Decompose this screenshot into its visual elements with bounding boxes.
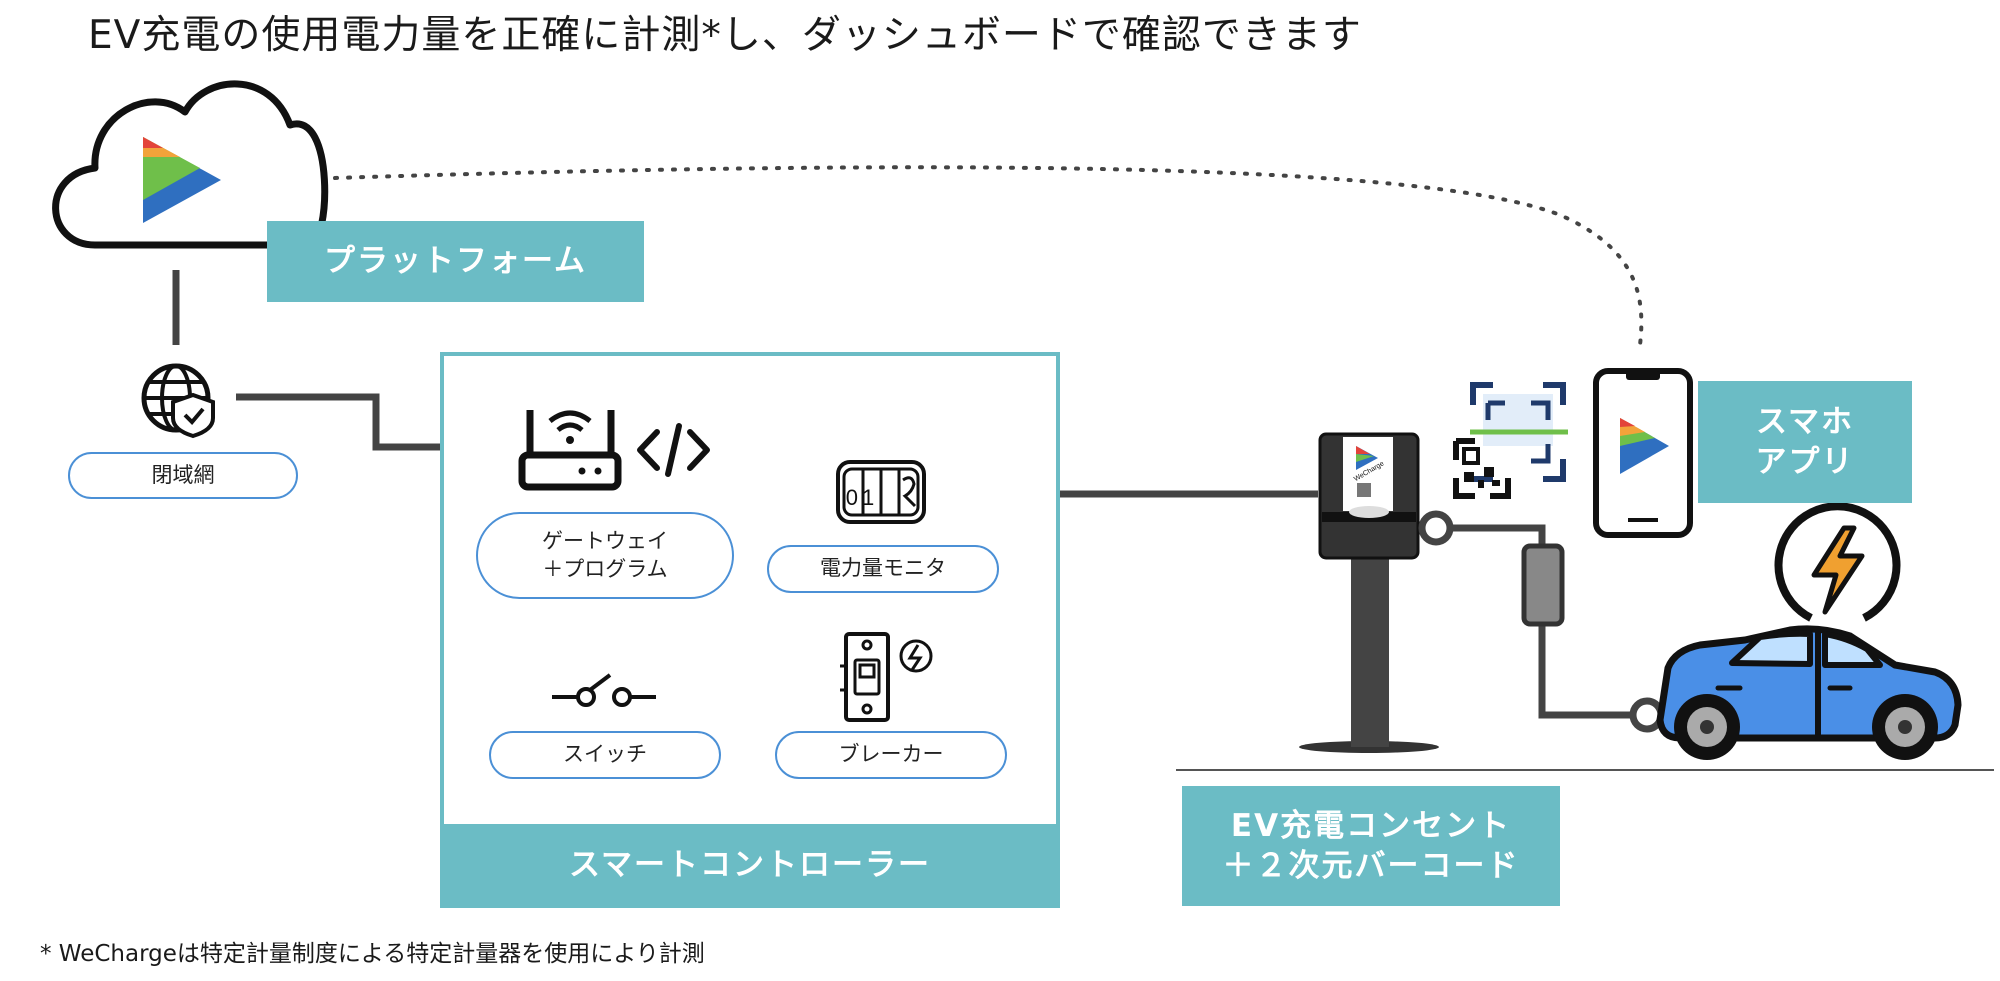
ev-charger-icon (1299, 432, 1439, 753)
page-title: EV充電の使用電力量を正確に計測*し、ダッシュボードで確認できます (88, 13, 1362, 58)
qr-scan-icon (1453, 382, 1568, 499)
smartphone-app-label: スマホ アプリ (1698, 381, 1912, 503)
power-monitor-label: 電力量モニタ (767, 545, 999, 593)
smart-controller-box (440, 352, 1060, 908)
breaker-icon (840, 632, 933, 722)
closed-network-label: 閉域網 (68, 452, 298, 499)
platform-logo-icon (143, 137, 221, 223)
globe-shield-icon (141, 363, 215, 439)
platform-label: プラットフォーム (267, 221, 644, 302)
power-meter-icon (836, 460, 926, 524)
breaker-label: ブレーカー (775, 731, 1007, 779)
meter-digits-label: 01 (846, 485, 878, 510)
smartphone-icon (1593, 368, 1693, 538)
dotted-connection (333, 165, 1644, 347)
ev-outlet-label: EV充電コンセント ＋２次元バーコード (1182, 786, 1560, 906)
code-icon (637, 423, 710, 477)
gateway-label: ゲートウェイ ＋プログラム (476, 512, 734, 599)
smart-controller-label: スマートコントローラー (440, 824, 1060, 906)
car-icon (1656, 625, 1962, 760)
switch-icon (552, 673, 656, 707)
charging-bolt-icon (1774, 502, 1901, 622)
switch-label: スイッチ (489, 731, 721, 779)
charging-cable (1418, 510, 1665, 733)
router-icon (518, 410, 622, 491)
footnote: * WeChargeは特定計量制度による特定計量器を使用により計測 (40, 941, 705, 967)
